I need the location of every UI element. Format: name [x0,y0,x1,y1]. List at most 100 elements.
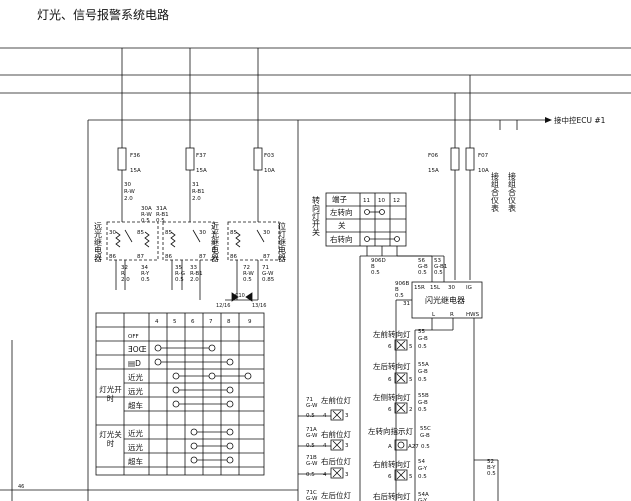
switch-col: 6 [191,319,195,325]
wire-num: 72 [243,265,250,271]
switch-group: 灯光开时 [99,385,122,403]
fuse-name: F36 [130,153,141,159]
wire-color: B [395,287,399,293]
relay-pin: 87 [199,254,206,260]
switch-row: ƎOŒ [128,345,147,354]
lamp-wire: 54A [418,492,429,498]
wire-color: B-Y [487,465,496,471]
meter-label-2: 接组合仪表 [508,171,517,213]
wire-size: 0.5 [175,277,184,283]
relay-pin: 87 [137,254,144,260]
relay-pin: 87 [263,254,270,260]
lamp-wire: 55A [418,362,429,368]
lamp-color: G-Y [418,466,428,472]
lamp-pin: 4 [323,443,327,449]
lamp-pin: 3 [345,472,349,478]
lamp-pin: 5 [409,344,413,350]
flasher-pin: 15L [430,285,441,291]
wire-size: 0.5 [487,471,496,477]
wire-num: 35 [175,265,182,271]
lamp-wire: 54 [418,459,425,465]
relay-pin: 30 [109,230,116,236]
flasher-label: 闪光继电器 [425,295,465,305]
wire-size: 0.5 [243,277,252,283]
flasher-pin: L [432,312,436,318]
lamp-label: 右后转向灯 [373,491,411,501]
fuse-rating: 15A [130,168,141,174]
wire-num: 52 [487,459,494,465]
wire-num: 31A [156,206,167,212]
lamp-label: 左侧转向灯 [373,392,411,402]
flasher-pin: 31 [403,301,410,307]
relay-pin: 85 [137,230,144,236]
wire-size: 0.5 [141,218,150,224]
lamp-pin: 6 [388,407,392,413]
lamp-label: 左前位灯 [321,395,351,405]
lamp-label: 右前位灯 [321,429,351,439]
lamp-color: G-W [306,496,318,501]
switch-row: ▤D [128,359,141,368]
lamp-color: G-B [418,369,428,375]
switch-row: 近光 [128,428,143,438]
switch-row: 近光 [128,372,143,382]
lamp-label: 右前转向灯 [373,459,411,469]
wire-size: 0.5 [141,277,150,283]
lamp-wire: 71C [306,490,317,496]
wire-size: 2.0 [124,196,133,202]
wire-size: 0.5 [434,270,443,276]
lamp-size: 0.5 [306,413,315,419]
turn-switch-label: 转向灯开关 [312,195,321,237]
relay-label: 远光继电器 [94,222,103,263]
lamp-pin: 3 [345,413,349,419]
wire-size: 2.0 [121,277,130,283]
wire-color: R-W [141,212,152,218]
wire-color: B [371,264,375,270]
lamp-label: 右后位灯 [321,456,351,466]
relay-label: 近光继电器 [211,221,220,263]
switch-col: 8 [227,319,231,325]
turn-switch-header: 10 [378,198,385,204]
wire-num: 30 [124,182,131,188]
lamp-color: G-W [306,433,318,439]
flasher-pin: IG [466,285,472,291]
fuse-rating: 10A [478,168,489,174]
wire-size: 2.0 [192,196,201,202]
lamp-label: 左后位灯 [321,490,351,500]
switch-col: 7 [209,319,213,325]
switch-row: 远光 [128,386,143,396]
wire-color: R-W [243,271,254,277]
fuse-rating: 15A [428,168,439,174]
fuse-name: F03 [264,153,275,159]
lamp-color: G-W [306,403,318,409]
switch-row: OFF [128,334,139,340]
turn-switch-header: 12 [393,198,400,204]
lamp-label: 左转向指示灯 [368,426,413,436]
wire-color: R-Y [141,271,150,277]
lamp-pin: 2 [409,407,413,413]
lamp-pin: A [388,444,392,450]
lamp-size: 0.5 [306,443,315,449]
lamp-pin: 4 [323,472,327,478]
lamp-label: 左后转向灯 [373,361,411,371]
wire-size: 2.0 [190,277,199,283]
switch-row: 超车 [128,456,143,466]
relay-label: 位灯继电器 [278,221,287,263]
lamp-size: 0.5 [418,344,427,350]
lamp-size: 0.5 [421,444,430,450]
lamp-size: 0.5 [418,377,427,383]
lamp-pin: 6 [388,344,392,350]
lamp-wire: 71 [306,397,313,403]
lamp-pin: 5 [409,377,413,383]
switch-row: 超车 [128,400,143,410]
page-title: 灯光、信号报警系统电路 [37,8,170,22]
lamp-size: 0.5 [306,472,315,478]
lamp-color: G-W [306,461,318,467]
lamp-wire: 71B [306,455,317,461]
switch-row: 远光 [128,442,143,452]
fuse-name: F07 [478,153,489,159]
wire-num: 46 [18,484,24,490]
lamp-wire: 55B [418,393,429,399]
relay-pin: 86 [230,254,237,260]
wire-color: R [121,271,125,277]
relay-pin: 86 [109,254,116,260]
